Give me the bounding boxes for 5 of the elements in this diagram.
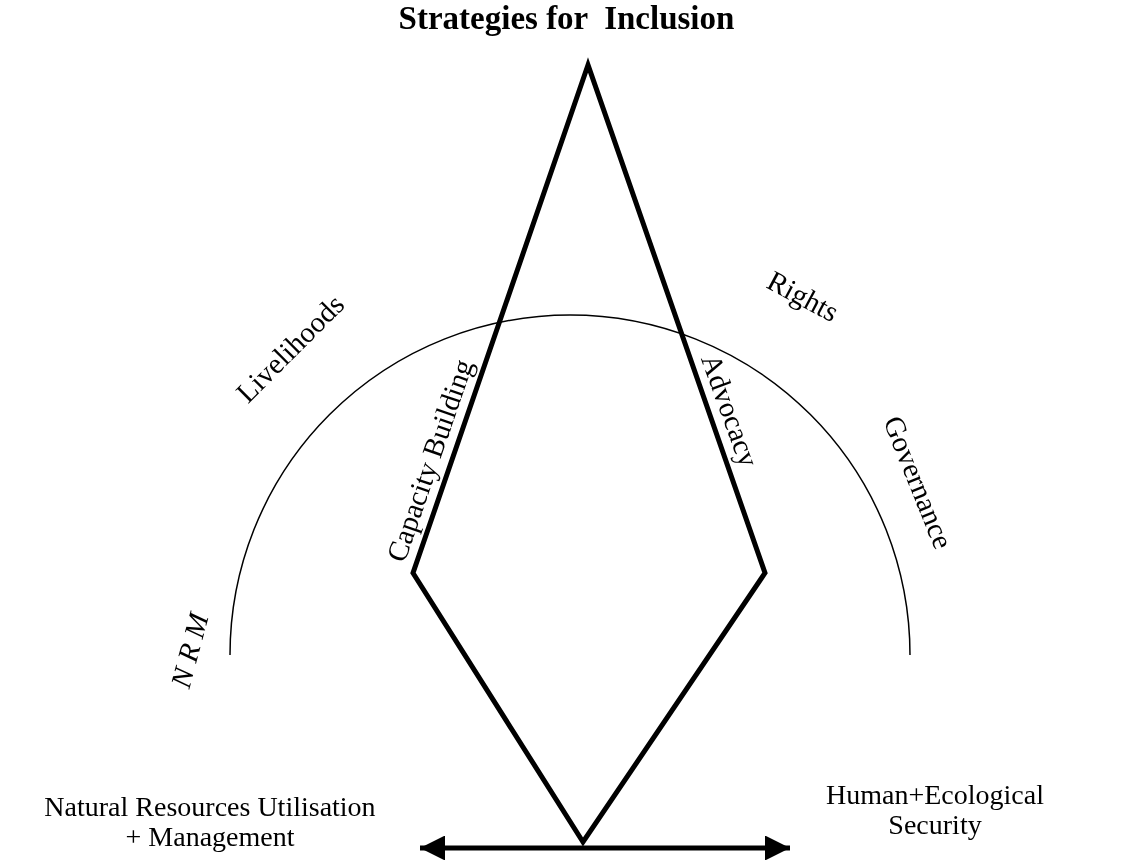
arc-label: N R M: [164, 609, 216, 691]
node-text: Human+Ecological Security: [800, 780, 1070, 840]
double-arrow: [420, 835, 790, 860]
node-text: Natural Resources Utilisation + Management: [40, 792, 380, 852]
title: Strategies for Inclusion: [397, 0, 736, 37]
